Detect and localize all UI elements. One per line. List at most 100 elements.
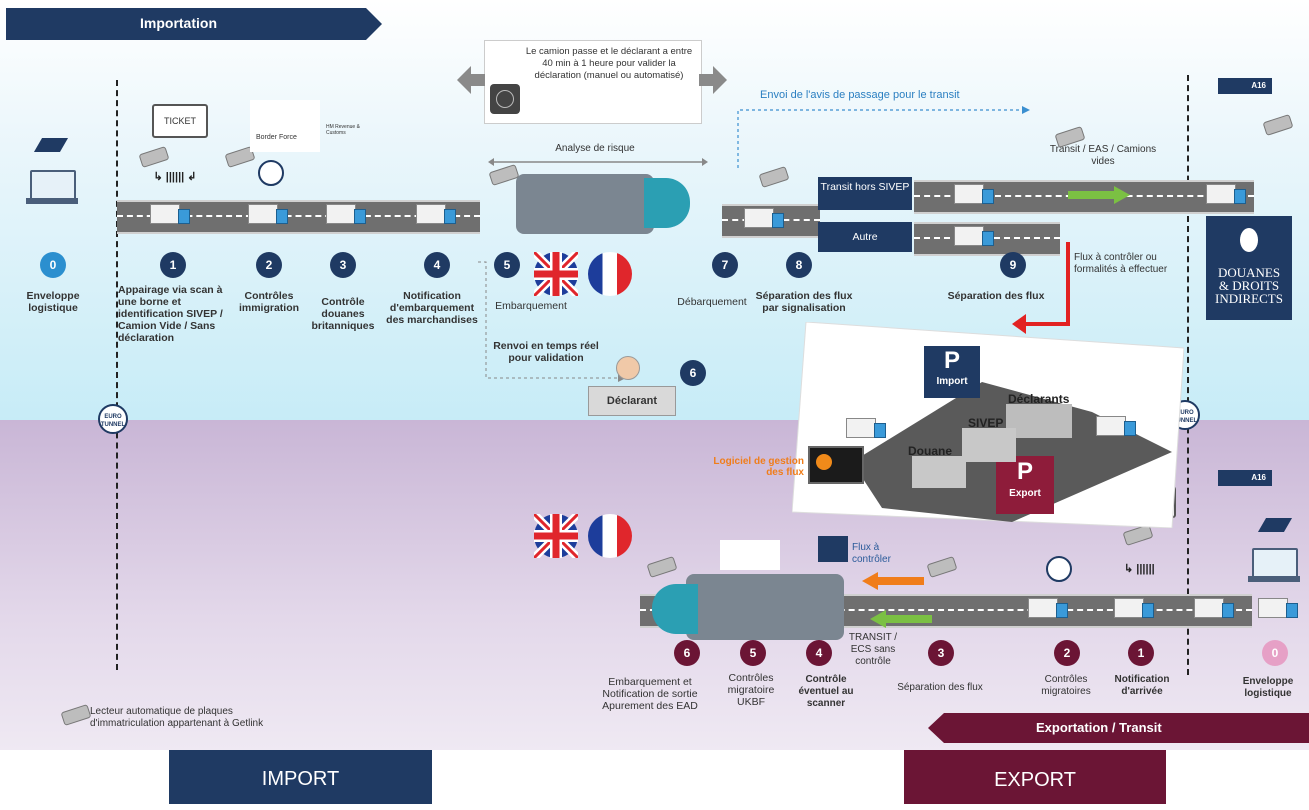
truck [1258,598,1298,618]
red-flow-arrow [1012,242,1070,334]
import-step-number: 7 [712,252,738,278]
envoi-dotted-arrow [737,106,1030,168]
import-step-number: 5 [494,252,520,278]
exportation-header-shape [928,713,1309,743]
analyse-arrow [488,158,708,166]
export-step-label: Embarquement et Notification de sortie A… [602,676,698,712]
train-icon [644,178,690,228]
truck [954,184,994,204]
border-line-right [1187,75,1189,675]
export-step-number: 3 [928,640,954,666]
douanes-logo: DOUANES & DROITS INDIRECTS [1206,216,1292,320]
uk-flag-icon-export [534,514,578,558]
import-step-label: Embarquement [495,300,567,312]
fr-flag-icon-export [588,514,632,558]
truck [1206,184,1246,204]
import-step-number: 6 [680,360,706,386]
truck [1194,598,1234,618]
immigration-badge-icon [258,160,284,186]
export-step-number: 1 [1128,640,1154,666]
tunnel-icon [516,174,654,234]
import-step-number: 1 [160,252,186,278]
douane-building [912,456,966,488]
sivep-building [962,428,1016,462]
a16-highway-badge: A16 [1218,78,1272,94]
border-force-logo-export [720,540,780,570]
envoi-label: Envoi de l'avis de passage pour le trans… [760,89,960,101]
import-step-label: Séparation des flux [947,290,1045,302]
callout-arrows [457,66,727,94]
douanes-line2: & DROITS [1218,278,1280,293]
import-step-number: 0 [40,252,66,278]
import-step-label: Débarquement [677,296,747,308]
export-step-number: 6 [674,640,700,666]
export-step-label: Contrôle éventuel au scanner [798,674,854,709]
parking-import-sign: P Import [924,346,980,398]
autre-box: Autre [818,222,912,252]
logiciel-label: Logiciel de gestion des flux [713,456,804,478]
transit-ecs-label: TRANSIT / ECS sans contrôle [848,632,898,667]
analyse-label: Analyse de risque [555,143,635,154]
truck [326,204,366,224]
import-step-label: Renvoi en temps réel pour validation [493,340,599,364]
truck [1114,598,1154,618]
laptop-base [26,198,78,204]
douane-label: Douane [908,444,953,458]
laptop-base-export [1248,576,1300,582]
flame-icon [1240,228,1258,252]
export-step-number: 4 [806,640,832,666]
truck [846,418,886,438]
border-force-logo [250,100,320,152]
flux-note: Flux à contrôler ou formalités à effectu… [1074,252,1168,275]
parking-p: P [1016,458,1033,485]
immigration-badge-icon-export [1046,556,1072,582]
import-step-number: 2 [256,252,282,278]
import-step-label: Enveloppe logistique [26,290,80,314]
export-step-label: Contrôles migratoires [1041,674,1091,697]
export-step-number: 2 [1054,640,1080,666]
fr-flag-icon [588,252,632,296]
export-step-number: 0 [1262,640,1288,666]
declarant-person-icon [616,356,640,380]
import-step-number: 9 [1000,252,1026,278]
transit-hors-sivep-box: Transit hors SIVEP [818,177,912,210]
flux-controler-label: Flux à contrôler [852,542,891,565]
parking-p: P [943,347,960,374]
barcode-scan-icon: ↳ |||||| ↲ [153,171,197,183]
truck [1028,598,1068,618]
import-step-label: Appairage via scan à une borne et identi… [118,284,223,344]
truck [150,204,190,224]
timer-icon [490,84,520,114]
import-step-number: 8 [786,252,812,278]
uk-flag-icon [534,252,578,296]
exportation-header: Exportation / Transit [1036,720,1162,735]
a16-highway-badge-export: A16 [1218,470,1272,486]
parking-import-label: Import [936,376,968,387]
green-arrow [1068,186,1130,204]
parking-export-sign: P Export [996,456,1054,514]
douanes-line3: INDIRECTS [1215,291,1283,306]
truck [248,204,288,224]
export-step-label: Enveloppe logistique [1242,676,1294,699]
truck [954,226,994,246]
process-diagram: Importation Le camion passe et le déclar… [0,0,1309,750]
douanes-mini-logo [818,536,848,562]
export-step-label: Séparation des flux [897,682,983,693]
import-step-number: 3 [330,252,356,278]
import-step-label: Séparation des flux par signalisation [755,290,853,314]
monitor-icon [808,446,864,484]
import-step-number: 4 [424,252,450,278]
import-label-box: IMPORT [169,750,432,804]
tunnel-icon-export [686,574,844,640]
export-step-label: Contrôles migratoire UKBF [727,672,775,708]
export-step-label: Notification d'arrivée [1114,674,1170,697]
declarants-label: Déclarants [1008,392,1070,406]
export-step-number: 5 [740,640,766,666]
green-arrow-export [870,610,932,628]
importation-header: Importation [140,15,217,31]
truck [744,208,784,228]
truck [1096,416,1136,436]
orange-arrow [862,572,924,590]
sivep-label: SIVEP [968,416,1004,430]
import-step-label: Contrôles immigration [238,290,300,314]
